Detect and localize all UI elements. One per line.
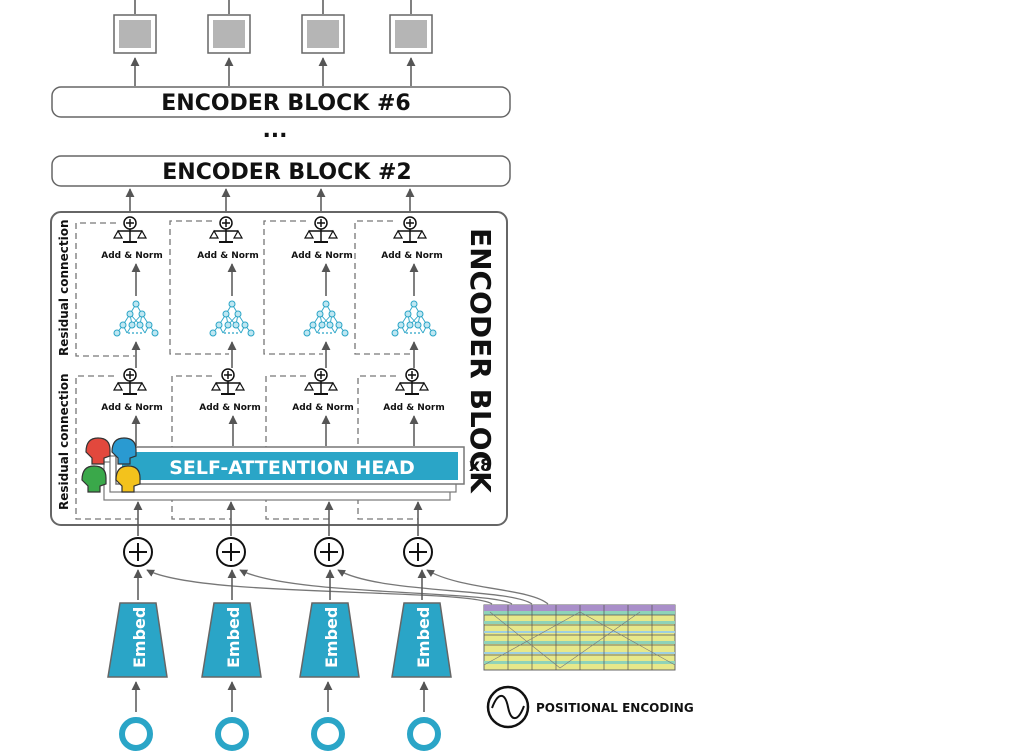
embed-to-plus-arrows <box>133 569 427 600</box>
add-norm-label: Add & Norm <box>197 251 259 261</box>
residual-dashed-paths <box>75 220 418 520</box>
output-token-boxes <box>113 0 433 54</box>
embedding-layer-row: Embed Embed Embed Embed <box>107 602 452 678</box>
self-attention-stack: SELF-ATTENTION HEAD <box>103 446 465 501</box>
positional-add-row <box>123 537 433 567</box>
embedding-block: Embed <box>391 602 452 678</box>
multiplier-label: x8 <box>469 456 492 476</box>
positional-encoding-label: POSITIONAL ENCODING <box>536 701 694 715</box>
embedding-block: Embed <box>107 602 168 678</box>
add-norm-label: Add & Norm <box>101 251 163 261</box>
output-arrows <box>130 57 416 86</box>
self-attention-head <box>122 452 458 480</box>
embed-label: Embed <box>224 607 243 668</box>
encoder-block-6-box <box>51 86 511 118</box>
residual-label-top: Residual connection <box>57 220 71 357</box>
add-plus-icon <box>403 537 433 567</box>
add-plus-icon <box>314 537 344 567</box>
embedding-block: Embed <box>299 602 360 678</box>
output-box-2 <box>207 0 251 54</box>
add-plus-icon <box>123 537 153 567</box>
add-norm-label: Add & Norm <box>381 251 443 261</box>
input-token-circle <box>311 717 345 751</box>
output-box-1 <box>113 0 157 54</box>
ellipsis: ... <box>262 118 287 143</box>
encoder-block-6-label: ENCODER BLOCK #6 <box>161 91 410 116</box>
input-token-circle <box>119 717 153 751</box>
output-box-3 <box>301 0 345 54</box>
add-plus-icon <box>216 537 246 567</box>
positional-encoding-matrix <box>483 604 676 671</box>
embedding-block: Embed <box>201 602 262 678</box>
embed-label: Embed <box>322 607 341 668</box>
encoder-block-2-label: ENCODER BLOCK #2 <box>162 160 411 185</box>
add-norm-label: Add & Norm <box>383 403 445 413</box>
encoder-block-title: ENCODER BLOCK <box>464 228 497 494</box>
embed-label: Embed <box>414 607 433 668</box>
addnorm-to-ffn-arrows <box>131 341 419 368</box>
input-to-embed-arrows <box>131 681 429 712</box>
add-norm-label: Add & Norm <box>292 403 354 413</box>
add-norm-label: Add & Norm <box>199 403 261 413</box>
plus-to-attention-arrows <box>133 501 423 536</box>
output-box-4 <box>389 0 433 54</box>
add-norm-label: Add & Norm <box>291 251 353 261</box>
positional-encoding-arrows <box>146 569 549 605</box>
multi-head-icon <box>81 437 141 493</box>
ffn-to-addnorm-arrows <box>131 263 419 296</box>
residual-label-bottom: Residual connection <box>57 374 71 511</box>
input-token-circle <box>215 717 249 751</box>
sine-wave-icon <box>486 685 530 729</box>
self-attention-label: SELF-ATTENTION HEAD <box>169 457 415 479</box>
input-token-circle <box>407 717 441 751</box>
input-token-row <box>119 717 441 751</box>
encoder-block-2-box <box>51 155 511 187</box>
attention-to-addnorm-arrows <box>131 415 419 446</box>
block2-arrows <box>125 188 415 214</box>
add-norm-label: Add & Norm <box>101 403 163 413</box>
add-norm-bottom-row: Add & Norm Add & Norm Add & Norm Add & N… <box>101 368 445 413</box>
embed-label: Embed <box>130 607 149 668</box>
add-norm-top-row: Add & Norm Add & Norm Add & Norm Add & N… <box>101 216 443 261</box>
